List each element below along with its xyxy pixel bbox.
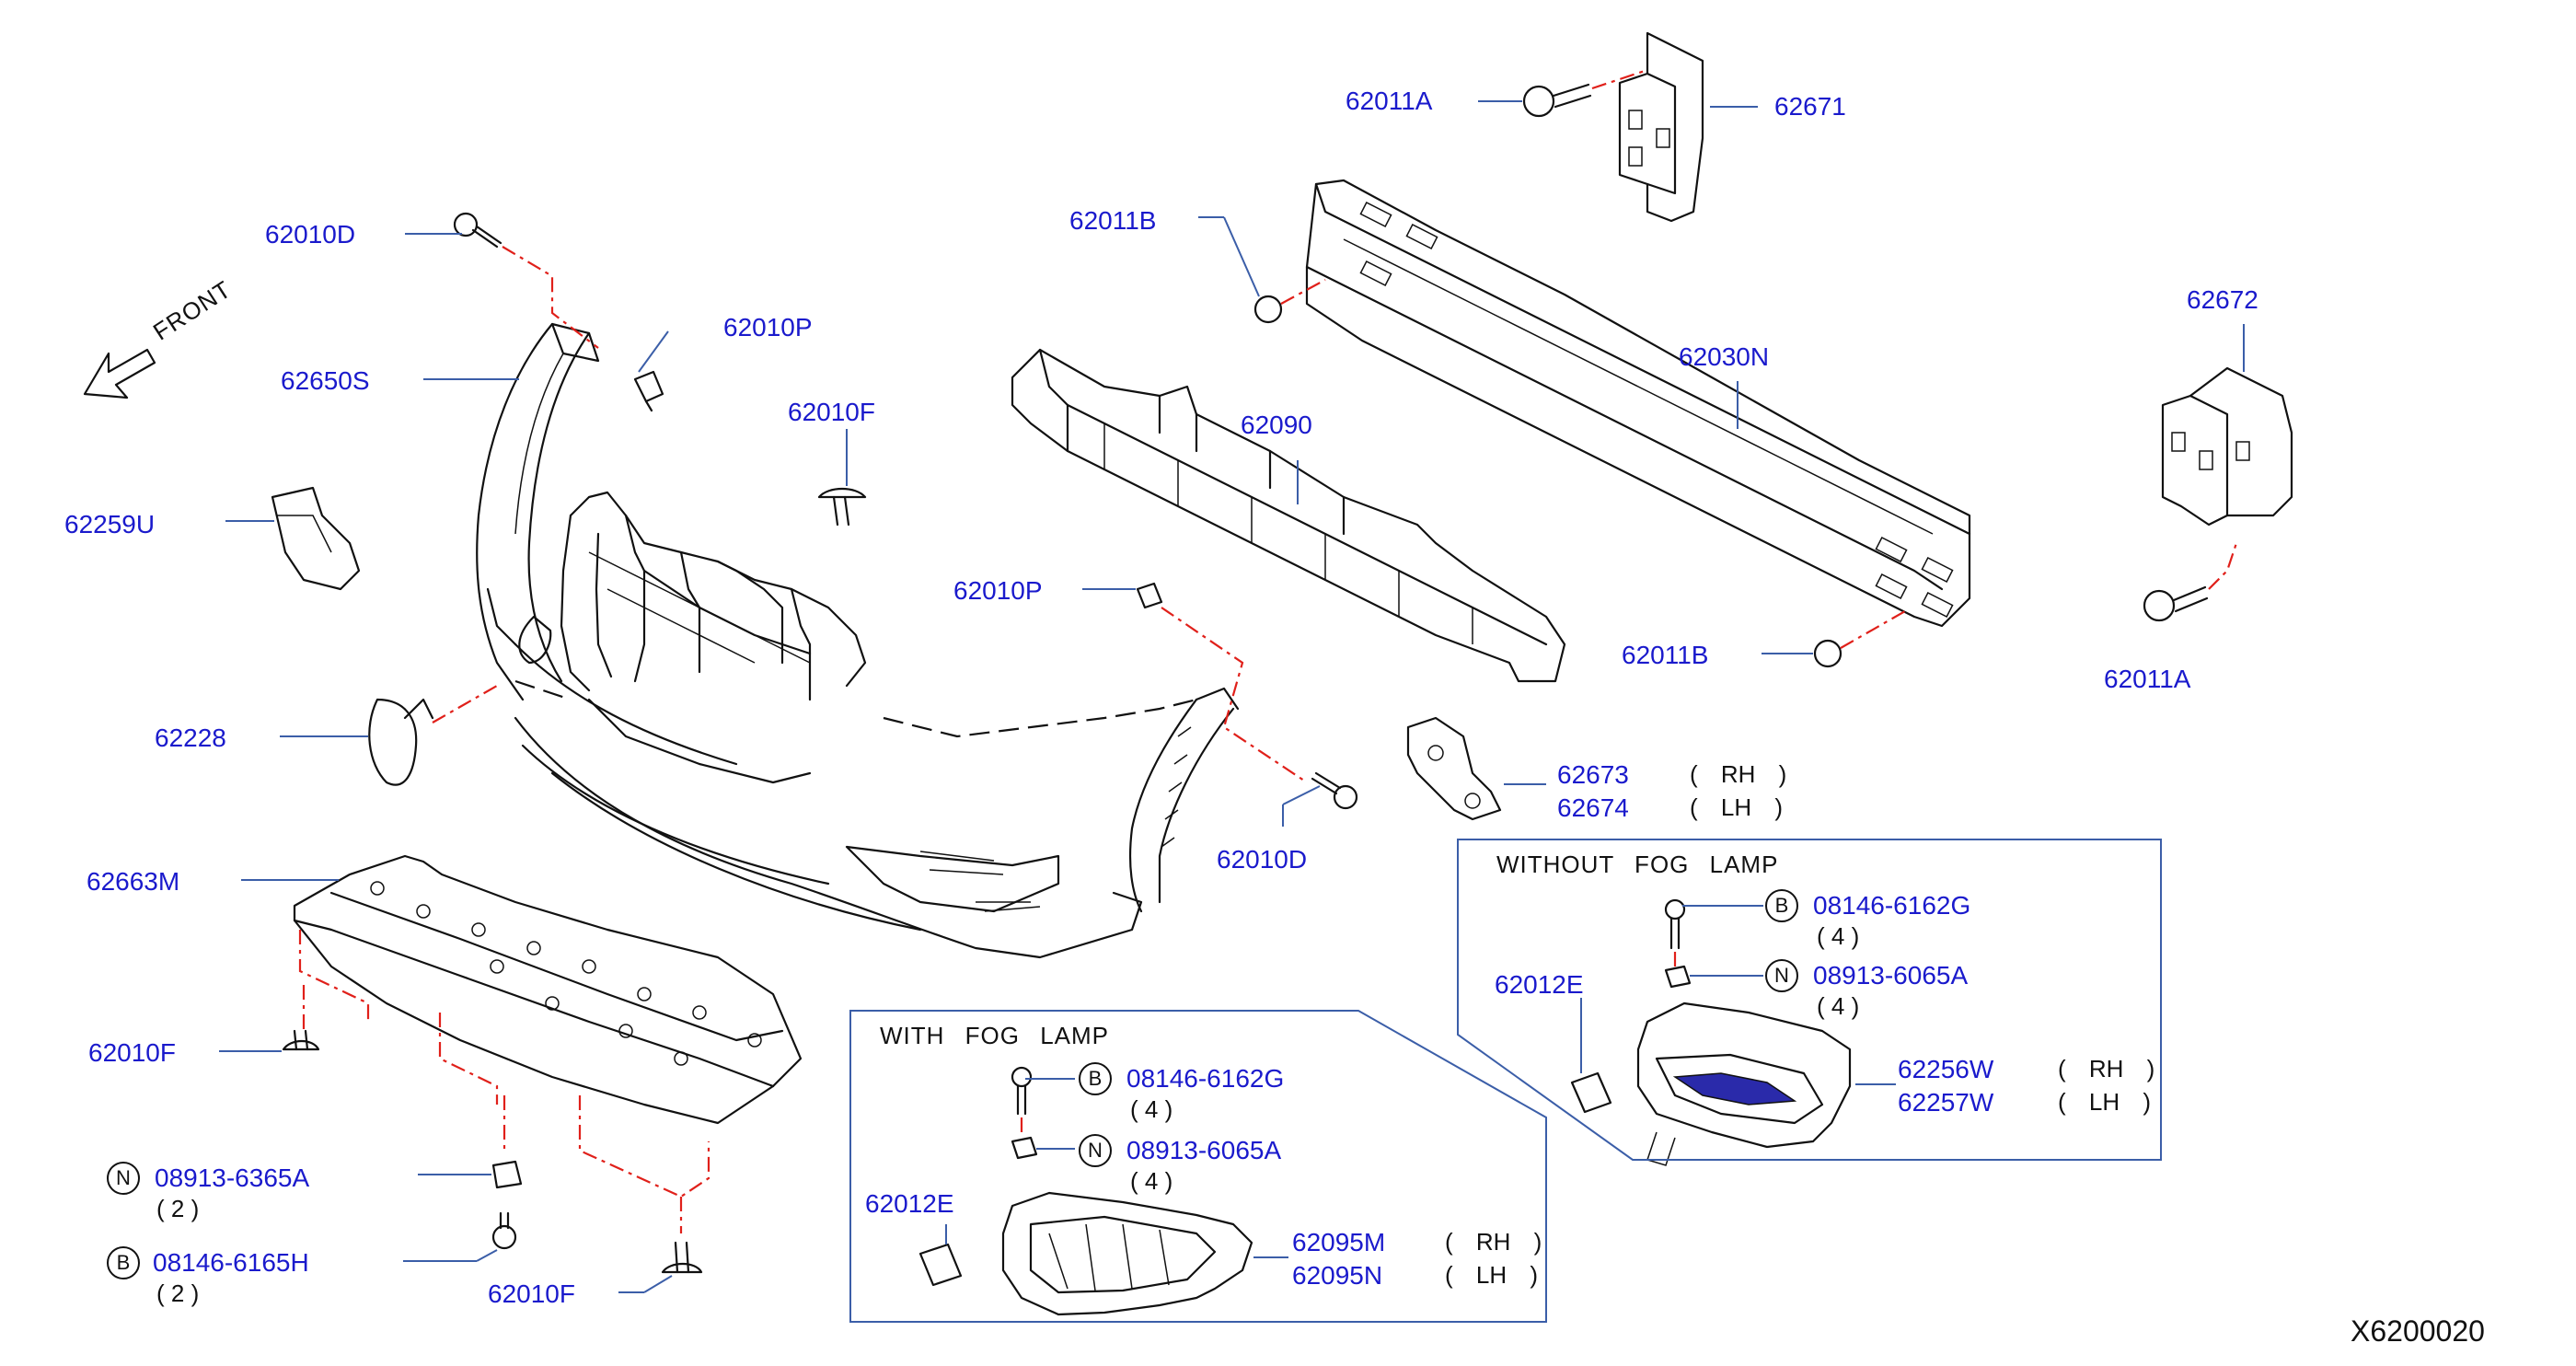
side-62674: ( LH )	[1690, 793, 1783, 821]
reinforcement-62030N	[1305, 179, 1971, 628]
stay-62672	[2161, 366, 2293, 527]
qty-08146-6165H: ( 2 )	[156, 1279, 200, 1307]
part-label-62256W[interactable]: 62256W	[1898, 1055, 1994, 1083]
part-label-62010P-mid[interactable]: 62010P	[953, 576, 1043, 605]
nut-62011B-top-icon	[1253, 295, 1283, 324]
part-label-with-fog-nut[interactable]: 08913-6065A	[1126, 1136, 1282, 1164]
part-label-08146-6165H[interactable]: 08146-6165H	[153, 1248, 309, 1277]
part-label-62011B-top[interactable]: 62011B	[1069, 206, 1157, 235]
part-label-62011A-right[interactable]: 62011A	[2104, 665, 2191, 693]
nut-symbol-icon: N	[1765, 959, 1798, 992]
nut-symbol-icon: N	[1079, 1134, 1112, 1167]
side-62673: ( RH )	[1690, 760, 1787, 788]
part-label-62672[interactable]: 62672	[2187, 285, 2258, 314]
part-label-without-fog-bolt[interactable]: 08146-6162G	[1813, 891, 1971, 920]
part-label-with-fog-clip[interactable]: 62012E	[865, 1189, 954, 1218]
part-label-62673[interactable]: 62673	[1557, 760, 1629, 789]
bolt-62011A-top-icon	[1522, 83, 1592, 118]
nut-62011B-bottom-icon	[1813, 639, 1842, 668]
bolt-symbol-icon: B	[1765, 889, 1798, 922]
under-cover-62663M	[293, 854, 803, 1125]
part-label-62010F-bottom[interactable]: 62010F	[488, 1279, 575, 1308]
bolt-08146-6165H-icon	[491, 1211, 517, 1250]
fog-cover-62256W-icon	[1636, 1001, 1852, 1166]
bolt-symbol-icon: B	[107, 1246, 140, 1279]
nut-without-fog-icon	[1664, 965, 1692, 989]
qty-without-fog-bolt: ( 4 )	[1817, 922, 1860, 950]
bolt-with-fog-icon	[1011, 1066, 1033, 1116]
nut-08913-6365A-icon	[491, 1160, 523, 1189]
stay-62671	[1618, 31, 1704, 223]
side-62095M: ( RH )	[1445, 1228, 1542, 1256]
qty-08913-6365A: ( 2 )	[156, 1195, 200, 1222]
energy-absorber-62090	[1011, 348, 1566, 683]
with-fog-lamp-box	[849, 1010, 1547, 1323]
clip-62010F-left-icon	[282, 1029, 320, 1051]
clip-62010P-top-icon	[633, 370, 664, 412]
bracket-62673-62674	[1406, 716, 1502, 821]
diagram-id: X6200020	[2351, 1314, 2485, 1348]
fog-bezel-62095-icon	[1001, 1191, 1253, 1316]
part-label-62259U[interactable]: 62259U	[64, 510, 156, 538]
cover-62228	[368, 698, 434, 786]
clip-62010P-mid-icon	[1136, 582, 1163, 609]
part-label-62011B-bottom[interactable]: 62011B	[1622, 641, 1709, 669]
bolt-62010D-bottom-icon	[1311, 771, 1358, 810]
bracket-62259U	[271, 486, 361, 591]
part-label-62671[interactable]: 62671	[1774, 92, 1846, 121]
part-label-62011A-top[interactable]: 62011A	[1346, 87, 1433, 115]
part-label-62030N[interactable]: 62030N	[1679, 342, 1770, 371]
part-label-62257W[interactable]: 62257W	[1898, 1088, 1994, 1117]
part-label-62010D-top[interactable]: 62010D	[265, 220, 356, 249]
part-label-without-fog-nut[interactable]: 08913-6065A	[1813, 961, 1969, 990]
part-label-62010P-top[interactable]: 62010P	[723, 313, 813, 342]
part-label-with-fog-bolt[interactable]: 08146-6162G	[1126, 1064, 1285, 1093]
without-fog-lamp-title: WITHOUT FOG LAMP	[1496, 851, 1779, 878]
part-label-62663M[interactable]: 62663M	[87, 867, 180, 896]
part-label-62095N[interactable]: 62095N	[1292, 1261, 1383, 1290]
side-62256W: ( RH )	[2058, 1055, 2155, 1082]
clip-62012E-without-fog-icon	[1570, 1071, 1612, 1114]
qty-with-fog-bolt: ( 4 )	[1130, 1095, 1173, 1123]
part-label-without-fog-clip[interactable]: 62012E	[1495, 970, 1584, 999]
clip-62010F-bottom-icon	[661, 1241, 703, 1274]
nut-with-fog-icon	[1011, 1136, 1038, 1160]
bolt-62010D-top-icon	[453, 212, 502, 249]
part-label-62674[interactable]: 62674	[1557, 793, 1629, 822]
side-62257W: ( LH )	[2058, 1088, 2151, 1116]
bolt-without-fog-icon	[1664, 898, 1686, 950]
part-label-62228[interactable]: 62228	[155, 724, 226, 752]
part-label-62650S[interactable]: 62650S	[281, 366, 370, 395]
front-bumper-fascia	[476, 322, 1240, 959]
bolt-62011A-right-icon	[2143, 585, 2209, 622]
part-label-08913-6365A[interactable]: 08913-6365A	[155, 1163, 310, 1192]
part-label-62010D-bottom[interactable]: 62010D	[1217, 845, 1308, 874]
qty-with-fog-nut: ( 4 )	[1130, 1167, 1173, 1195]
clip-62010F-mid-icon	[817, 487, 867, 527]
part-label-62090[interactable]: 62090	[1241, 411, 1312, 439]
part-label-62010F-left[interactable]: 62010F	[88, 1038, 176, 1067]
part-label-62095M[interactable]: 62095M	[1292, 1228, 1386, 1256]
qty-without-fog-nut: ( 4 )	[1817, 992, 1860, 1020]
side-62095N: ( LH )	[1445, 1261, 1538, 1289]
nut-symbol-icon: N	[107, 1162, 140, 1195]
bolt-symbol-icon: B	[1079, 1062, 1112, 1095]
part-label-62010F-mid[interactable]: 62010F	[788, 398, 875, 426]
clip-62012E-with-fog-icon	[918, 1243, 963, 1287]
front-arrow-icon	[83, 348, 156, 399]
with-fog-lamp-title: WITH FOG LAMP	[880, 1022, 1109, 1049]
without-fog-lamp-box	[1457, 839, 2162, 1161]
